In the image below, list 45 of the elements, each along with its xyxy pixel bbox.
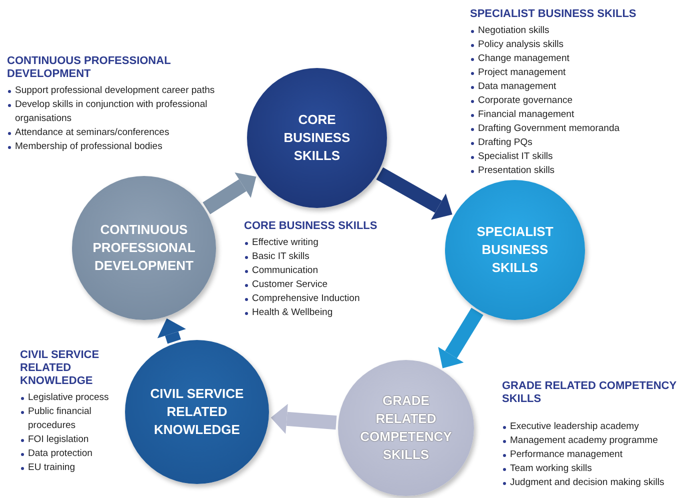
- bullet-item: Judgment and decision making skills: [502, 476, 687, 490]
- block-arrow: [376, 167, 452, 220]
- circle-label: CORE BUSINESS SKILLS: [282, 111, 352, 165]
- bullet-item: Policy analysis skills: [470, 38, 680, 52]
- bullet-item: Drafting PQs: [470, 136, 680, 150]
- bullet-item: Financial management: [470, 108, 680, 122]
- bullet-item: Customer Service: [244, 278, 404, 292]
- bullet-item: Legislative process: [20, 391, 132, 405]
- bullet-item: Presentation skills: [470, 164, 680, 178]
- bullet-item: Drafting Government memoranda: [470, 122, 680, 136]
- bullet-item: Change management: [470, 52, 680, 66]
- bullet-item: EU training: [20, 461, 132, 475]
- bullet-item: Negotiation skills: [470, 24, 680, 38]
- bullet-item: Comprehensive Induction: [244, 292, 404, 306]
- bullet-item: Develop skills in conjunction with professional organisations: [7, 98, 222, 126]
- list-heading: CIVIL SERVICE RELATED KNOWLEDGE: [20, 349, 100, 388]
- bullet-item: Data protection: [20, 447, 132, 461]
- list-heading: SPECIALIST BUSINESS SKILLS: [470, 8, 638, 21]
- block-arrow: [157, 318, 186, 344]
- list-heading: CORE BUSINESS SKILLS: [244, 220, 378, 233]
- circle-label: SPECIALIST BUSINESS SKILLS: [476, 223, 554, 277]
- bullet-item: Health & Wellbeing: [244, 306, 404, 320]
- circle-label: CONTINUOUS PROFESSIONAL DEVELOPMENT: [92, 221, 196, 275]
- circle-label: GRADE RELATED COMPETENCY SKILLS: [359, 392, 453, 464]
- bullet-item: Management academy programme: [502, 434, 687, 448]
- circle-label: CIVIL SERVICE RELATED KNOWLEDGE: [149, 385, 245, 439]
- block-arrow: [438, 308, 484, 368]
- bullet-item: Corporate governance: [470, 94, 680, 108]
- bullet-item: Support professional development career paths: [7, 84, 222, 98]
- block-arrow: [270, 404, 337, 434]
- list-heading: GRADE RELATED COMPETENCY SKILLS: [502, 380, 678, 406]
- bullet-item: Basic IT skills: [244, 250, 404, 264]
- list-heading: CONTINUOUS PROFESSIONAL DEVELOPMENT: [7, 55, 172, 81]
- bullet-item: Specialist IT skills: [470, 150, 680, 164]
- bullet-item: Communication: [244, 264, 404, 278]
- bullet-item: Data management: [470, 80, 680, 94]
- bullet-item: Executive leadership academy: [502, 420, 687, 434]
- bullet-item: Performance management: [502, 448, 687, 462]
- bullet-item: Membership of professional bodies: [7, 140, 222, 154]
- bullet-item: Project management: [470, 66, 680, 80]
- bullet-item: FOI legislation: [20, 433, 132, 447]
- bullet-item: Team working skills: [502, 462, 687, 476]
- bullet-item: Public financial procedures: [20, 405, 132, 433]
- bullet-item: Effective writing: [244, 236, 404, 250]
- bullet-item: Attendance at seminars/conferences: [7, 126, 222, 140]
